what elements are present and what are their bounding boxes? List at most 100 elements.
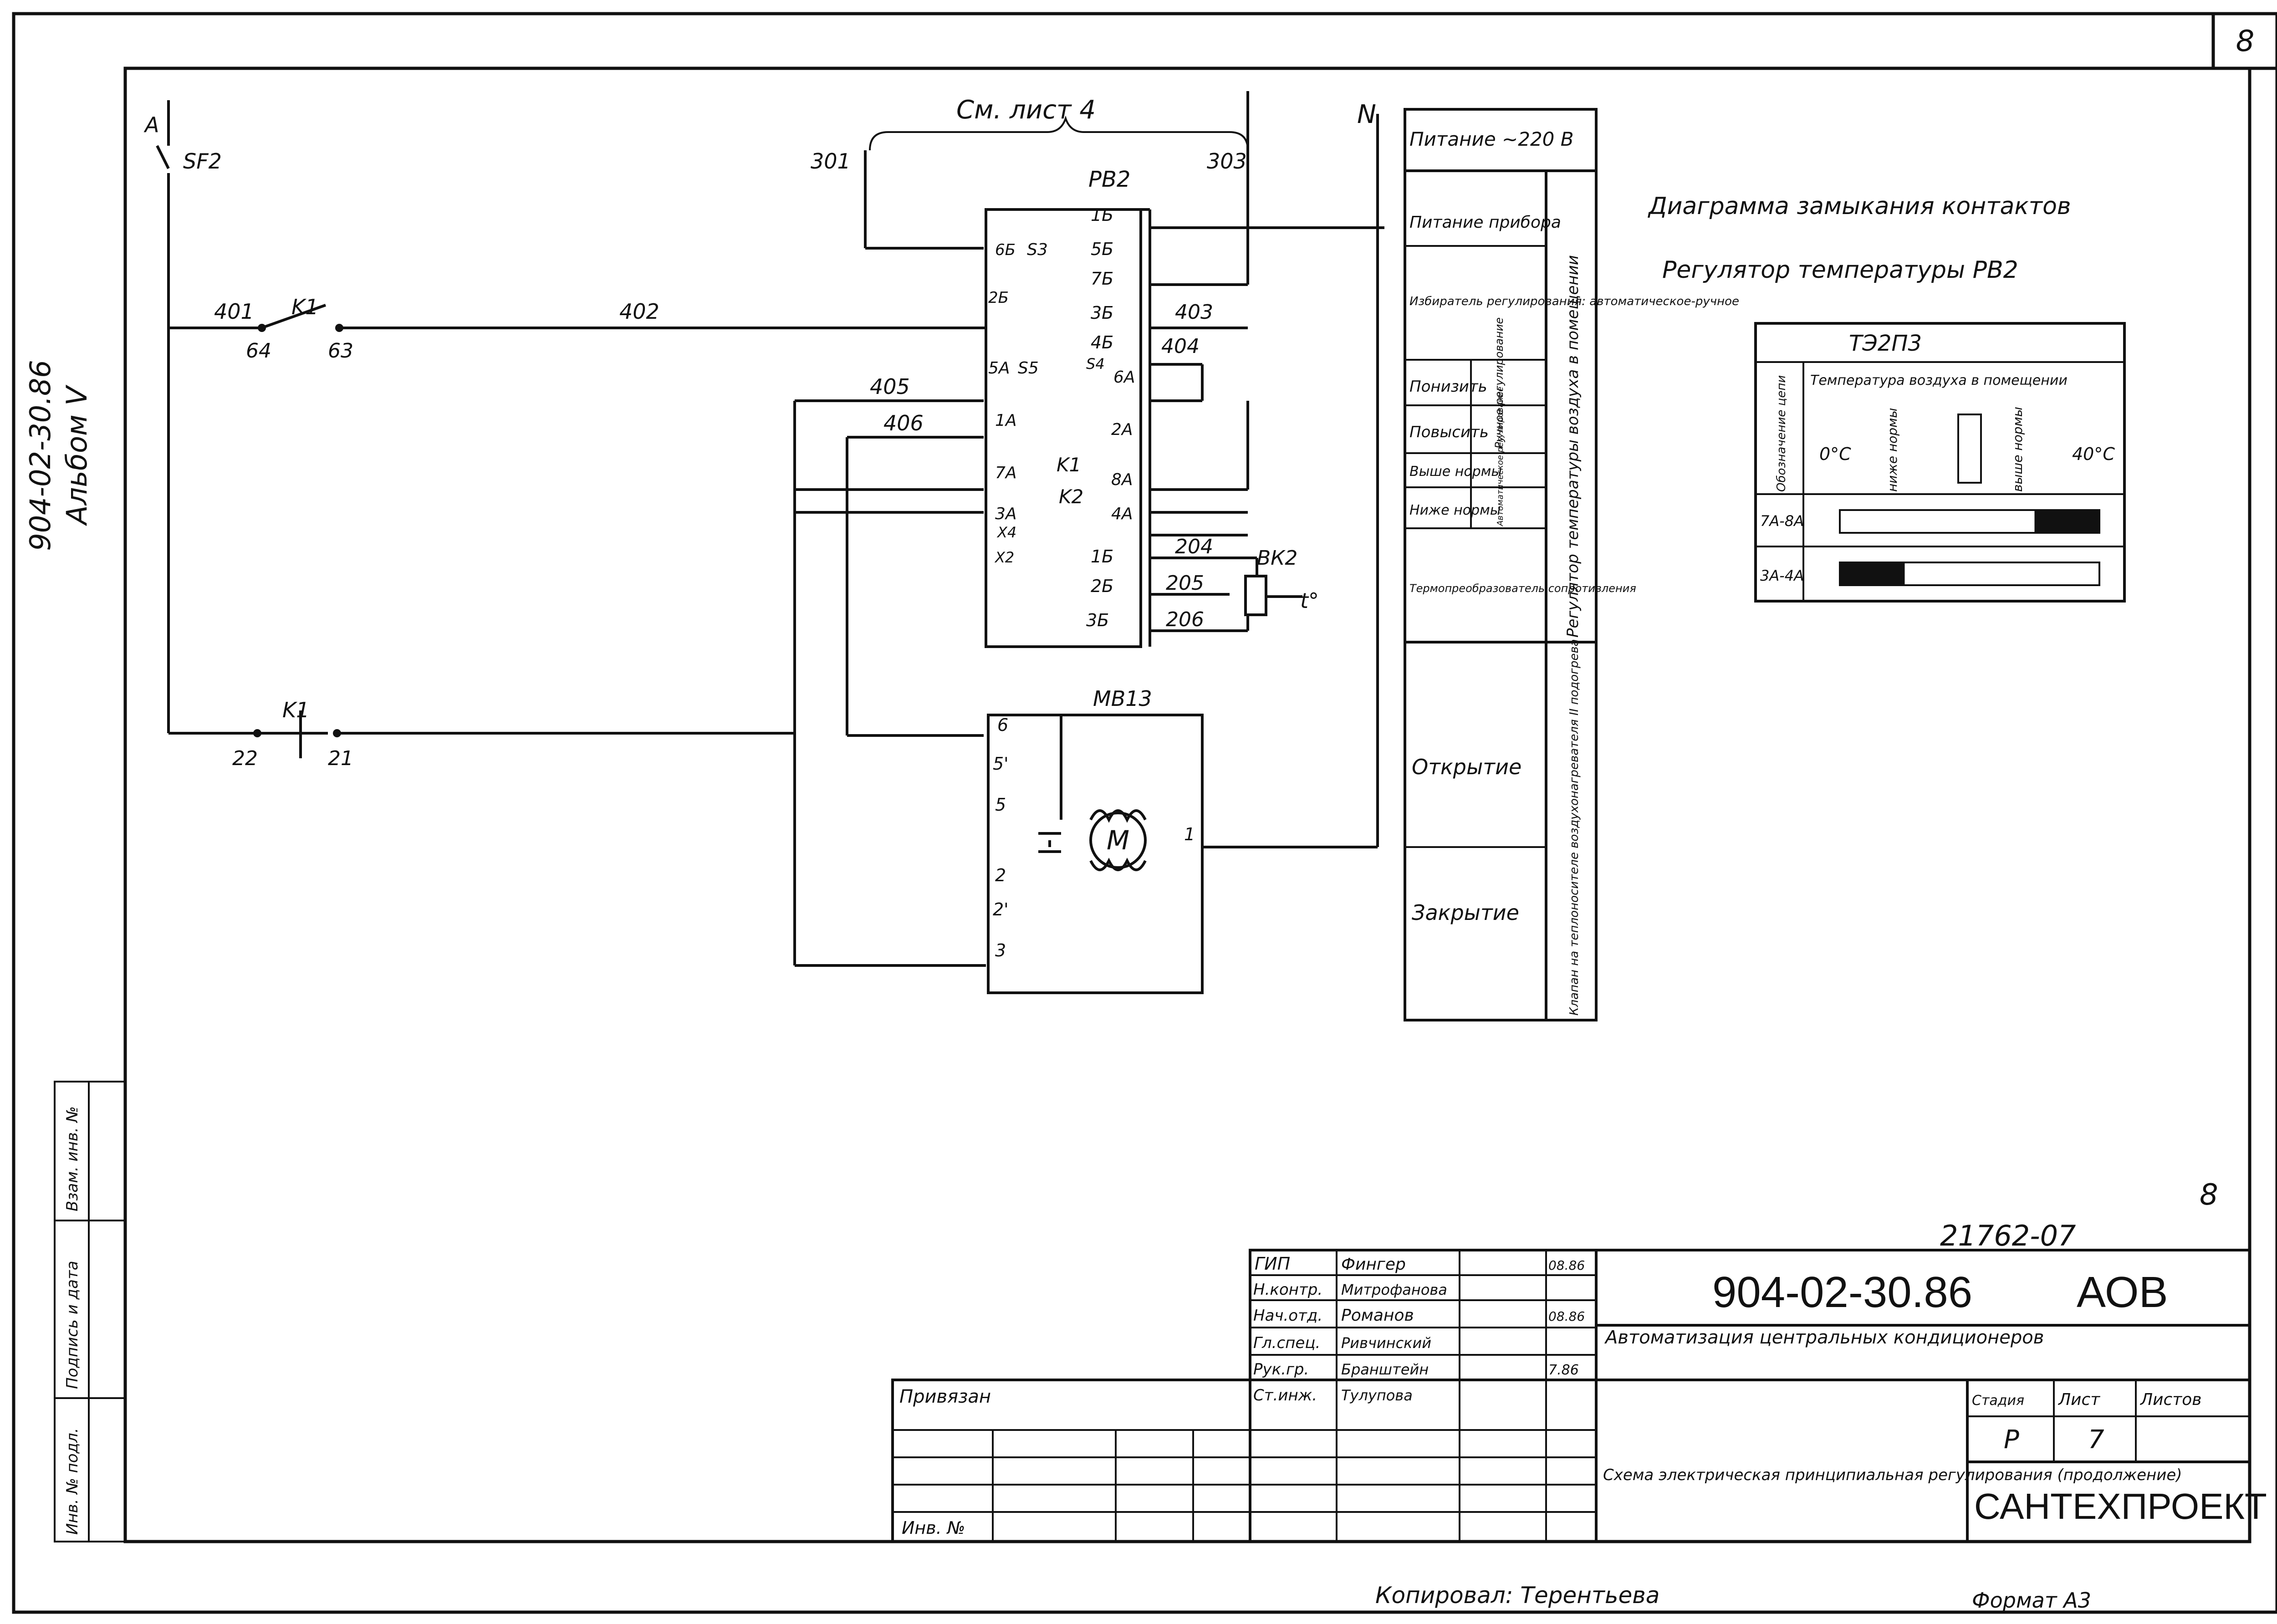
linked-label: Привязан <box>899 1386 991 1407</box>
title-block: ГИП Фингер 08.86 Н.контр. Митрофанова На… <box>891 1249 2267 1543</box>
page-number-lower: 8 <box>2200 1178 2218 1212</box>
mv13-label: МВ13 <box>1093 686 1152 711</box>
scale-above: выше нормы <box>2010 407 2025 492</box>
term-3a: 3А <box>995 505 1017 523</box>
page-number-box <box>2211 12 2277 70</box>
wire-205: 205 <box>1166 572 1204 595</box>
term-5b: 5Б <box>1091 239 1113 259</box>
term-4a: 4А <box>1111 505 1133 523</box>
mv-pin-5p: 5' <box>993 754 1009 774</box>
role-4: Рук.гр. <box>1253 1360 1309 1379</box>
project-title: Автоматизация центральных кондиционеров <box>1604 1327 2044 1348</box>
legend-row-raise: Повысить <box>1409 423 1489 441</box>
term-x2: Х2 <box>994 549 1014 566</box>
mv-pin-6: 6 <box>997 715 1008 735</box>
contact-bar-closed-2 <box>1840 562 1905 585</box>
side-doc-code: 904-02-30.86 Альбом V <box>24 360 93 551</box>
switch-s4: S4 <box>1086 355 1105 373</box>
relay-k2: K2 <box>1059 485 1083 508</box>
term-8a: 8А <box>1111 470 1133 489</box>
name-4: Бранштейн <box>1341 1361 1429 1378</box>
schematic-wiring <box>156 91 1384 994</box>
switch-s3: S3 <box>1027 240 1048 259</box>
role-1: Н.контр. <box>1253 1281 1322 1299</box>
wire-405: 405 <box>870 374 910 399</box>
term-5a: 5А <box>988 359 1010 378</box>
stage-label: Стадия <box>1972 1393 2024 1409</box>
wire-204: 204 <box>1175 535 1213 558</box>
mv-pin-1: 1 <box>1184 824 1195 844</box>
legend-auto: Автоматическое регулирование <box>1496 387 1505 526</box>
legend-row-below: Ниже нормы <box>1409 502 1501 518</box>
role-0: ГИП <box>1255 1254 1290 1274</box>
term-6a: 6А <box>1113 368 1135 387</box>
inv-no-label: Инв. № <box>902 1518 965 1538</box>
schematic-labels: См. лист 4 A SF2 N 301 303 РВ2 401 K1 64… <box>143 95 1376 960</box>
mv-pin-2p: 2' <box>993 899 1009 919</box>
legend-row-selector: Избиратель регулирования: автоматическое… <box>1409 295 1739 308</box>
breaker-label: SF2 <box>183 149 222 174</box>
wire-404: 404 <box>1161 335 1200 358</box>
copied-by: Копировал: Терентьева <box>1375 1582 1659 1609</box>
contact-diagram: Диаграмма замыкания контактов Регулятор … <box>1648 193 2126 603</box>
legend-header: Питание ~220 В <box>1409 128 1574 150</box>
phase-label: A <box>143 112 159 137</box>
legend-group-regulator: Регулятор температуры воздуха в помещени… <box>1564 255 1582 638</box>
scale-max: 40°С <box>2072 444 2115 464</box>
name-5: Тулупова <box>1341 1387 1413 1404</box>
relay-k1-mid: K1 <box>1057 454 1081 476</box>
sheets-label: Листов <box>2139 1390 2201 1409</box>
drawing-title: Схема электрическая принципиальная регул… <box>1603 1466 2182 1484</box>
legend-row-power: Питание прибора <box>1409 213 1561 232</box>
term-4b: 4Б <box>1091 332 1113 352</box>
term-2a: 2А <box>1111 420 1133 439</box>
name-1: Митрофанова <box>1341 1281 1447 1298</box>
svg-text:904-02-30.86: 904-02-30.86 <box>24 360 57 551</box>
sheet-value: 7 <box>2088 1425 2104 1455</box>
role-2: Нач.отд. <box>1253 1307 1322 1325</box>
stage-value: Р <box>2004 1425 2019 1455</box>
page-number: 8 <box>2236 25 2255 58</box>
contact-diagram-subtitle: Регулятор температуры РВ2 <box>1662 256 2018 284</box>
legend-row-open: Открытие <box>1412 755 1521 779</box>
term-2b: 2Б <box>988 289 1009 307</box>
legend-row-above: Выше нормы <box>1409 464 1502 480</box>
contact-bar-closed-1 <box>2034 510 2099 533</box>
wire-301: 301 <box>811 149 851 174</box>
name-0: Фингер <box>1341 1255 1406 1274</box>
switch-s5: S5 <box>1018 359 1039 378</box>
temperature-label: t° <box>1300 588 1319 613</box>
format-label: Формат А3 <box>1972 1588 2091 1613</box>
sheet-label: Лист <box>2057 1390 2100 1409</box>
see-sheet-label: См. лист 4 <box>956 95 1096 125</box>
wire-401: 401 <box>214 299 254 324</box>
date-0: 08.86 <box>1548 1258 1585 1273</box>
legend-manual: Ручное регулирование <box>1493 317 1506 449</box>
contact-21: 21 <box>328 747 353 770</box>
sensor-pin-2b: 2Б <box>1091 576 1113 596</box>
contact-diagram-title: Диаграмма замыкания контактов <box>1648 193 2071 220</box>
scale-below: ниже нормы <box>1885 408 1900 492</box>
legend-table: Питание ~220 В Питание прибора Избирател… <box>1404 108 1739 1021</box>
date-2: 08.86 <box>1548 1309 1585 1324</box>
doc-code: 904-02-30.86 <box>1712 1268 1972 1317</box>
sensor-label: ВК2 <box>1257 546 1297 570</box>
row-circuit-1: 7А-8А <box>1760 512 1804 530</box>
term-6b: 6Б <box>995 241 1016 259</box>
company-name: САНТЕХПРОЕКТ <box>1974 1486 2267 1527</box>
wire-206: 206 <box>1166 608 1204 631</box>
legend-group-valve: Клапан на теплоносителе воздухонагревате… <box>1567 639 1581 1016</box>
svg-text:Инв. № подл.: Инв. № подл. <box>63 1428 82 1535</box>
outer-frame <box>12 12 2277 1614</box>
neutral-label: N <box>1357 100 1376 129</box>
svg-text:Взам. инв. №: Взам. инв. № <box>63 1106 82 1211</box>
mv-pin-2: 2 <box>995 865 1006 885</box>
role-3: Гл.спец. <box>1253 1334 1320 1352</box>
term-3b: 3Б <box>1091 303 1113 323</box>
term-7b: 7Б <box>1091 269 1113 289</box>
section-code: АОВ <box>2077 1268 2168 1317</box>
name-3: Ривчинский <box>1341 1334 1431 1352</box>
role-5: Ст.инж. <box>1253 1386 1317 1404</box>
legend-row-close: Закрытие <box>1412 900 1519 925</box>
relay-k1-top: K1 <box>291 295 318 319</box>
